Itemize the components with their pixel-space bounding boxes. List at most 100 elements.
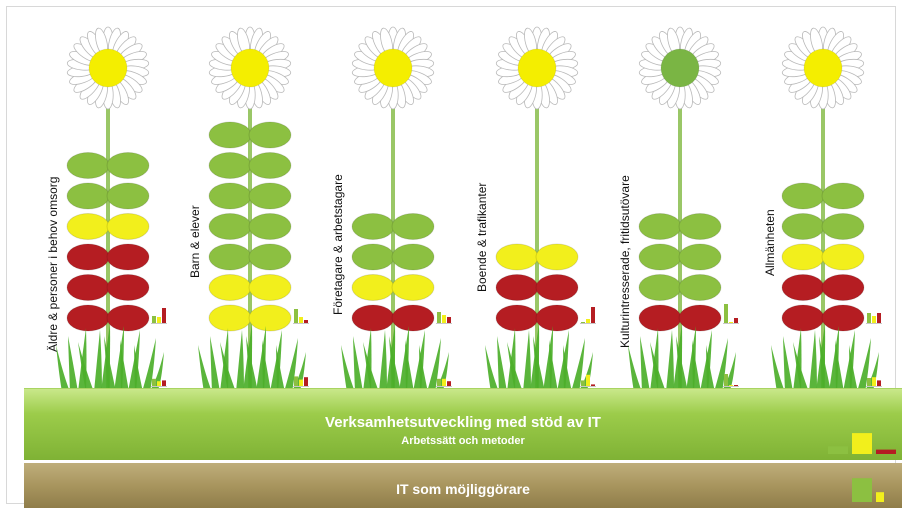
- leaf-left: [67, 275, 109, 301]
- flower-drawing: [180, 0, 320, 400]
- leaf-right: [392, 305, 434, 331]
- bar-yellow: [586, 319, 590, 323]
- bar-green: [724, 304, 728, 323]
- grass-blade: [523, 330, 531, 392]
- bar-red: [876, 450, 896, 454]
- flower-3: Företagare & arbetstagare: [323, 0, 463, 400]
- flower-drawing: [467, 0, 607, 400]
- flower-center: [231, 49, 269, 87]
- band-verksamhetsutveckling: Verksamhetsutveckling med stöd av IT Arb…: [24, 388, 902, 460]
- leaf-right: [822, 275, 864, 301]
- leaf-right: [107, 183, 149, 209]
- bar-yellow: [729, 385, 733, 386]
- bar-green: [152, 379, 156, 386]
- bar-green: [581, 380, 585, 386]
- grass-blade: [809, 330, 817, 392]
- flower-drawing: [323, 0, 463, 400]
- bar-yellow: [299, 380, 303, 386]
- leaf-right: [249, 183, 291, 209]
- bar-red: [734, 318, 738, 323]
- grass-blade: [771, 345, 785, 392]
- leaf-right: [822, 214, 864, 240]
- bar-green: [152, 316, 156, 323]
- leaf-right: [249, 305, 291, 331]
- flower-1: Äldre & personer i behov omsorg: [38, 0, 178, 400]
- leaf-right: [249, 122, 291, 148]
- mini-bar-chart: [828, 433, 896, 454]
- leaf-left: [209, 153, 251, 179]
- leaf-right: [107, 275, 149, 301]
- band-title: Verksamhetsutveckling med stöd av IT: [24, 414, 902, 431]
- leaf-left: [496, 305, 538, 331]
- mini-bar-chart: [866, 313, 882, 324]
- bar-red: [447, 381, 451, 386]
- bar-yellow: [872, 316, 876, 323]
- grass-blade: [341, 345, 355, 392]
- flower-drawing: [610, 0, 750, 400]
- bar-red: [591, 384, 595, 386]
- grass-blade: [485, 345, 499, 392]
- bar-green: [852, 478, 872, 502]
- bar-yellow: [157, 317, 161, 323]
- leaf-left: [639, 214, 681, 240]
- leaf-right: [249, 153, 291, 179]
- leaf-left: [209, 275, 251, 301]
- mini-bar-chart: [151, 308, 167, 324]
- leaf-right: [249, 214, 291, 240]
- leaf-right: [249, 275, 291, 301]
- grass-blade: [198, 345, 212, 392]
- leaf-right: [679, 305, 721, 331]
- leaf-left: [209, 214, 251, 240]
- bar-red: [304, 377, 308, 386]
- mini-bar-chart: [436, 312, 452, 324]
- daisy-icon: [352, 27, 435, 109]
- band-it-mojliggorare: IT som möjliggörare: [24, 463, 902, 508]
- grass-blade: [379, 330, 387, 392]
- leaf-left: [639, 305, 681, 331]
- leaf-left: [209, 305, 251, 331]
- leaf-left: [782, 214, 824, 240]
- grass-blade: [497, 336, 507, 392]
- mini-bar-chart: [436, 379, 452, 387]
- bar-green: [294, 309, 298, 323]
- bar-red: [162, 308, 166, 323]
- bar-green: [828, 446, 848, 454]
- flower-5: Kulturintresserade, fritidsutövare: [610, 0, 750, 400]
- grass-blade: [353, 336, 363, 392]
- grass-blade: [210, 336, 220, 392]
- leaf-right: [822, 183, 864, 209]
- bar-yellow: [299, 317, 303, 323]
- leaf-left: [782, 244, 824, 270]
- leaf-left: [209, 244, 251, 270]
- bar-yellow: [442, 379, 446, 386]
- flower-4: Boende & trafikanter: [467, 0, 607, 400]
- leaf-right: [249, 244, 291, 270]
- leaf-left: [782, 183, 824, 209]
- grass-blade: [628, 345, 642, 392]
- flower-6: Allmänheten: [753, 0, 893, 400]
- leaf-right: [536, 275, 578, 301]
- mini-bar-chart: [723, 304, 739, 324]
- flower-drawing: [38, 0, 178, 400]
- grass-blade: [783, 336, 793, 392]
- bar-yellow: [729, 322, 733, 323]
- leaf-right: [536, 244, 578, 270]
- bar-red: [877, 380, 881, 386]
- bar-yellow: [442, 315, 446, 323]
- leaf-right: [392, 275, 434, 301]
- leaf-left: [496, 275, 538, 301]
- leaf-left: [209, 122, 251, 148]
- leaf-left: [209, 183, 251, 209]
- leaf-right: [392, 244, 434, 270]
- band-subtitle: Arbetssätt och metoder: [24, 435, 902, 447]
- leaf-right: [679, 214, 721, 240]
- leaf-right: [536, 305, 578, 331]
- flower-center: [374, 49, 412, 87]
- mini-bar-chart: [580, 307, 596, 324]
- daisy-icon: [209, 27, 292, 109]
- bar-red: [734, 385, 738, 386]
- leaf-left: [352, 275, 394, 301]
- bar-green: [867, 313, 871, 323]
- grass-blade: [68, 336, 78, 392]
- leaf-left: [496, 244, 538, 270]
